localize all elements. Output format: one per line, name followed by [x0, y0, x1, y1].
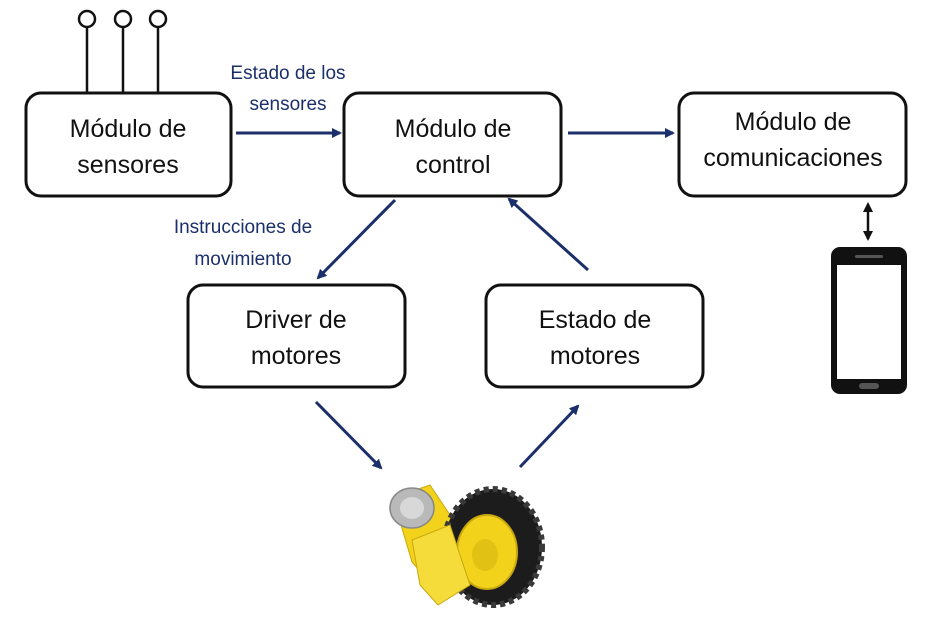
- node-motor-state: Estado de motores: [484, 283, 705, 389]
- arrow-motor-state-to-control: [507, 197, 590, 272]
- arrow-driver-to-motor: [314, 400, 383, 470]
- node-driver-line2: motores: [251, 342, 341, 370]
- smartphone-icon: [831, 247, 907, 394]
- node-motor-state-line2: motores: [550, 342, 640, 370]
- node-motor-state-line1: Estado de: [539, 306, 652, 334]
- node-driver: Driver de motores: [186, 283, 407, 389]
- node-comms: Módulo de comunicaciones: [677, 91, 908, 198]
- node-comms-line2: comunicaciones: [703, 144, 882, 172]
- arrow-motor-to-motor-state: [518, 404, 580, 469]
- edge-label-movement-line2: movimiento: [194, 249, 291, 270]
- sensor-pins-icon: [77, 9, 168, 93]
- node-control-line2: control: [415, 151, 490, 179]
- motor-wheel-icon: [389, 484, 545, 608]
- node-comms-line1: Módulo de: [735, 108, 852, 136]
- edge-label-sensor-state-line1: Estado de los: [230, 63, 345, 84]
- edge-label-movement-line1: Instrucciones de: [174, 217, 312, 238]
- node-sensors-line1: Módulo de: [70, 115, 187, 143]
- node-driver-line1: Driver de: [245, 306, 346, 334]
- edge-label-sensor-state-line2: sensores: [249, 94, 326, 115]
- node-sensors: Módulo de sensores: [24, 91, 233, 198]
- arrow-control-to-driver: [316, 198, 397, 280]
- node-sensors-line2: sensores: [77, 151, 178, 179]
- node-control: Módulo de control: [342, 91, 563, 198]
- node-control-line1: Módulo de: [395, 115, 512, 143]
